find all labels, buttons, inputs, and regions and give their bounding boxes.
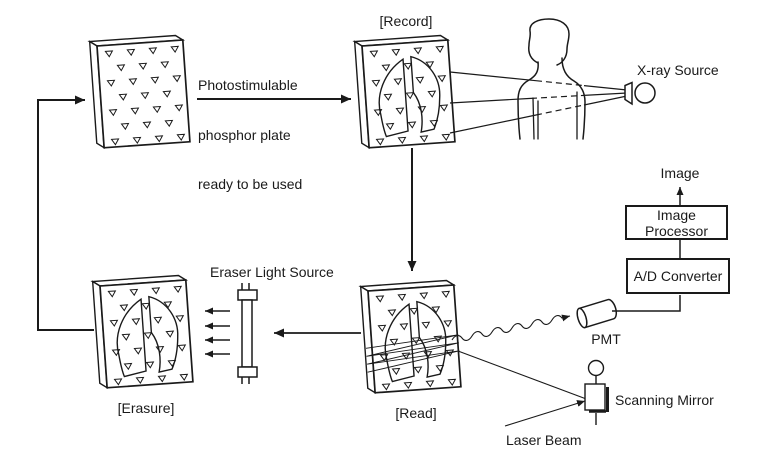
scanning-mirror-label: Scanning Mirror <box>615 392 714 408</box>
plate-blank <box>87 34 191 150</box>
plate-erasure <box>90 274 194 390</box>
image-processor-label-line-2: Processor <box>644 222 709 239</box>
prepare-caption-line-1: Photostimulable <box>198 77 298 93</box>
prepare-caption: Photostimulable phosphor plate ready to … <box>198 44 302 226</box>
eraser-lamp-icon <box>237 283 258 384</box>
mirror-to-plate-beam <box>457 350 590 401</box>
eraser-light-rays <box>205 307 230 358</box>
cycle-loop-arrow <box>37 95 94 331</box>
ad-converter-label: A/D Converter <box>633 268 723 284</box>
phosphor-triangles <box>104 45 186 146</box>
laser-beam-label: Laser Beam <box>506 432 582 448</box>
patient-torso-left <box>517 61 539 140</box>
lung-image-outline <box>378 55 441 138</box>
prepare-caption-line-2: phosphor plate <box>198 126 291 143</box>
xray-tube-icon <box>624 81 656 106</box>
patient-figure <box>517 18 586 140</box>
xray-beams <box>449 71 628 134</box>
record-stage-label: [Record] <box>379 13 433 29</box>
laser-to-mirror-line <box>504 400 586 427</box>
prepare-caption-line-3: ready to be used <box>198 176 303 192</box>
plate-record <box>352 34 456 150</box>
phosphor-triangles <box>369 45 451 146</box>
image-processor-label-line-1: Image <box>657 206 696 223</box>
pmt-cylinder-icon <box>576 298 618 329</box>
image-output-label: Image <box>660 165 700 181</box>
stimulated-light-squiggle <box>451 314 571 341</box>
xray-source-label: X-ray Source <box>637 62 719 78</box>
pmt-label: PMT <box>591 331 621 347</box>
patient-torso-right <box>561 57 586 140</box>
patient-head <box>528 18 570 66</box>
pmt-to-adc-connector <box>612 295 681 312</box>
erasure-stage-label: [Erasure] <box>117 400 175 416</box>
xray-beams-dashed <box>530 80 585 116</box>
ad-converter-box: A/D Converter <box>626 258 730 294</box>
phosphor-plates-layer <box>87 34 462 395</box>
lung-image-outline <box>116 295 179 378</box>
image-processor-box: Image Processor <box>625 205 728 240</box>
raster-scan-lines <box>365 334 460 373</box>
plate-read <box>358 279 462 395</box>
scanning-mirror-icon <box>584 359 609 425</box>
patient-arm-lines <box>532 91 578 140</box>
read-stage-label: [Read] <box>395 405 437 421</box>
eraser-light-source-label: Eraser Light Source <box>210 264 334 280</box>
